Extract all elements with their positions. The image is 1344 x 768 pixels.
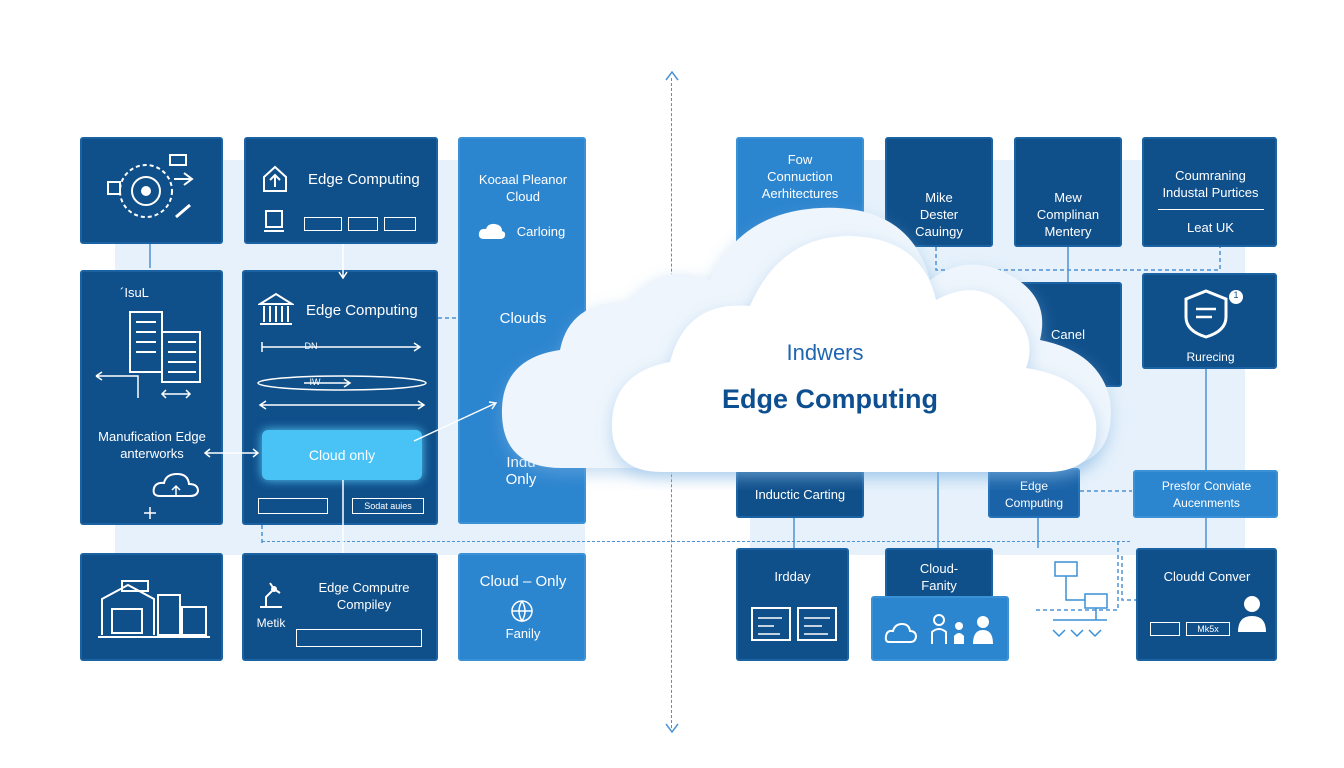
security-box[interactable]: 1 Rurecing [1142, 273, 1277, 369]
column-carloing-label: Carloing [516, 224, 566, 239]
small-tag-label: Sodat auies [364, 501, 412, 511]
shield-document-icon [1184, 289, 1243, 339]
edge-compute-label: Edge Computre Compiley [318, 580, 410, 612]
edge-computing-small-box[interactable]: Edge Computing [988, 468, 1080, 518]
inductic-carting-label: Inductic Carting [754, 487, 846, 502]
globe-icon [511, 600, 533, 623]
industrial-practices-label: Coumraning Industal Purtices [1162, 168, 1259, 200]
tag-mk5x: Mk5x [1197, 624, 1219, 634]
factory-box[interactable] [80, 553, 223, 661]
mew-complinan-box[interactable]: Mew Complinan Mentery [1014, 137, 1122, 247]
cloud-fanity-label: Cloud- Fanity [919, 561, 959, 593]
separator-line [1158, 209, 1264, 210]
irdday-label: Irdday [774, 569, 811, 584]
connector-lines-right [793, 247, 1221, 611]
dashboard-panels-icon [751, 607, 837, 641]
architecture-label: Fow Connuction Aerhitectures [761, 152, 839, 201]
cloud-only-label: Cloud – Only [479, 573, 567, 590]
metik-label: Metik [256, 616, 286, 630]
user-avatar-icon [1238, 596, 1266, 632]
placeholder-bar [304, 217, 342, 231]
arrow-line-1 [261, 342, 422, 352]
cloud-column[interactable]: Kocaal Pleanor Cloud Carloing Clouds Ind… [458, 137, 586, 524]
shield-badge: 1 [1233, 290, 1239, 300]
inductic-carting-box[interactable]: Inductic Carting [736, 468, 864, 518]
arrow-down-icon [665, 723, 679, 734]
rurecing-label: Rurecing [1186, 350, 1235, 364]
house-upload-icon [263, 165, 287, 192]
placeholder-bar [348, 217, 378, 231]
edge-compute-box-bottom[interactable]: Metik Edge Computre Compiley [242, 553, 438, 661]
cloud-only-box[interactable]: Cloud – Only Fanily [458, 553, 586, 661]
cloud-title: Edge Computing [722, 384, 938, 414]
edge-computing-title-top: Edge Computing [308, 171, 420, 188]
cloud-subtitle: Indwers [786, 340, 864, 365]
users-icon [884, 614, 993, 644]
placeholder-bar [296, 629, 422, 647]
edge-computing-small-label: Edge Computing [1004, 479, 1064, 510]
presfor-label: Presfor Conviate Aucenments [1161, 479, 1252, 510]
edge-computing-box-mid[interactable]: Edge Computing DN IW Sodat auies [242, 270, 438, 525]
irdday-box[interactable]: Irdday [736, 548, 849, 661]
arrow-up-icon [665, 70, 679, 81]
cloudd-conver-box[interactable]: Cloudd Conver Mk5x [1136, 548, 1277, 661]
mike-dester-box[interactable]: Mike Dester Cauingy [885, 137, 993, 247]
machine-icon-box[interactable] [80, 137, 223, 244]
monitor-icon [264, 210, 284, 232]
ellipse-track [257, 375, 427, 391]
bracket-arrow-icon [95, 371, 192, 399]
factory-icon [98, 580, 210, 638]
small-label-iw: IW [309, 377, 321, 387]
edge-computing-box-top[interactable]: Edge Computing [244, 137, 438, 244]
leat-uk-label: Leat UK [1187, 220, 1234, 235]
placeholder-bar [258, 498, 328, 514]
horizontal-divider [262, 541, 1130, 542]
tag-bar [1186, 622, 1230, 636]
building-box[interactable]: ´IsuL Manufication Edge anterworks [80, 270, 223, 525]
cloudd-conver-label: Cloudd Conver [1163, 569, 1251, 584]
industrial-practices-box[interactable]: Coumraning Industal Purtices Leat UK [1142, 137, 1277, 247]
flowchart-icon [1052, 561, 1108, 638]
cloud-fanity-box[interactable]: Cloud- Fanity [885, 548, 993, 598]
small-label-dn: DN [304, 341, 318, 351]
cloud-only-button[interactable]: Cloud only [262, 430, 422, 480]
placeholder-bar [384, 217, 416, 231]
edge-computing-title-mid: Edge Computing [306, 302, 418, 319]
column-clouds-label: Clouds [499, 310, 547, 327]
central-cloud [501, 207, 1111, 472]
cloud-icon [478, 223, 506, 239]
canel-label: Canel [1051, 327, 1085, 342]
institution-icon [258, 292, 294, 325]
building-box-title: ´IsuL [120, 285, 149, 300]
mew-complinan-label: Mew Complinan Mentery [1036, 190, 1100, 239]
small-tag [352, 498, 424, 514]
presfor-box[interactable]: Presfor Conviate Aucenments [1133, 470, 1278, 518]
column-top-label: Kocaal Pleanor Cloud [478, 172, 568, 204]
manufication-edge-label: Manufication Edge anterworks [98, 429, 206, 461]
people-box[interactable] [871, 596, 1009, 661]
fanily-label: Fanily [505, 626, 541, 641]
robot-arm-icon [260, 582, 282, 608]
gear-machine-icon [107, 154, 194, 219]
double-arrow-line [258, 400, 426, 410]
tag-bar [1150, 622, 1180, 636]
office-buildings-icon [129, 311, 201, 383]
sparkle-icon [144, 507, 156, 519]
mike-dester-label: Mike Dester Cauingy [915, 190, 963, 239]
cloud-upload-icon [152, 472, 200, 497]
